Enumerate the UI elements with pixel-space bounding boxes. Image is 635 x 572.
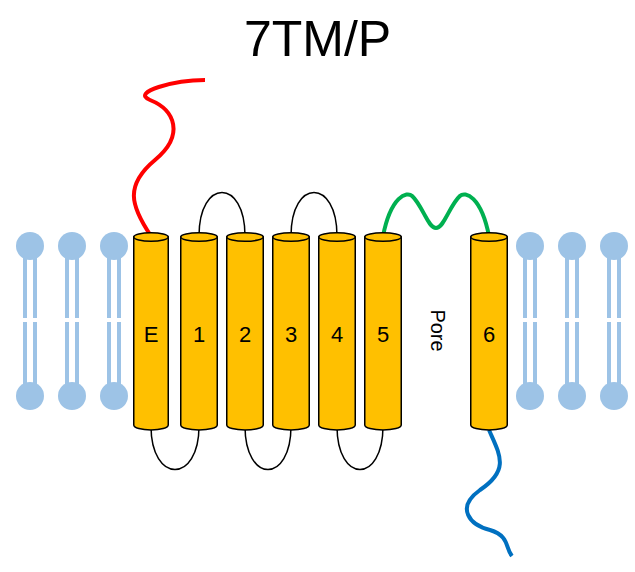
helix-cylinder: 5 [364,232,402,430]
helix-cylinder: 4 [318,232,356,430]
extracellular-loop [383,194,489,236]
helix-label: 4 [318,322,356,348]
helix-label: 6 [470,322,508,348]
helix-cylinder: 2 [226,232,264,430]
helix-label: 2 [226,322,264,348]
helix-loop [337,426,383,470]
helix-cylinder: 3 [272,232,310,430]
diagram-title: 7TM/P [0,10,635,68]
helix-loop [245,426,291,470]
helix-loop [199,193,245,237]
helix-loop [291,193,337,237]
helix-label: E [133,322,169,348]
helix-loop [151,426,199,470]
pore-label: Pore [426,309,449,351]
helix-label: 5 [364,322,402,348]
helix-cylinder: 6 [470,232,508,430]
helix-cylinder: E [133,232,169,430]
helix-cylinder: 1 [180,232,218,430]
helix-label: 1 [180,322,218,348]
helix-label: 3 [272,322,310,348]
